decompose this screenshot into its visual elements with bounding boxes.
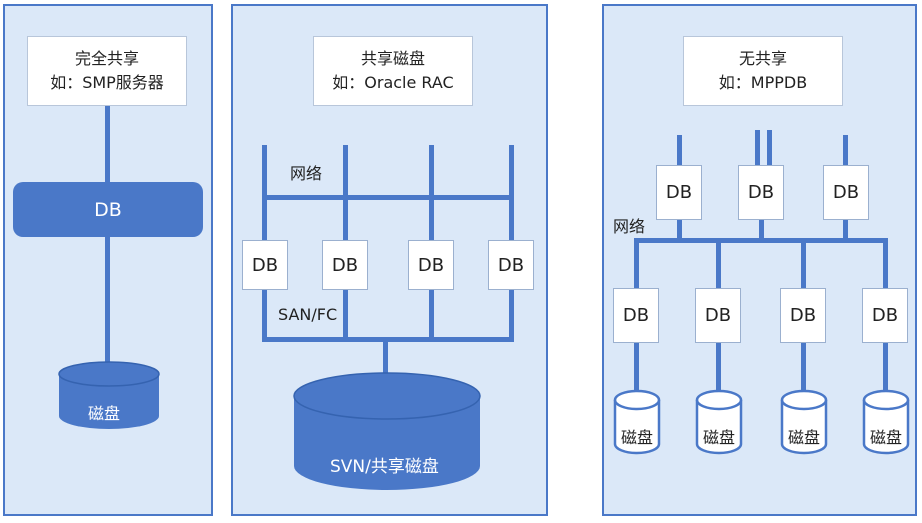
network-drop	[429, 145, 434, 240]
db-label: DB	[665, 182, 693, 203]
network-drop	[677, 220, 682, 240]
network-drop	[843, 220, 848, 240]
disk-icon	[695, 389, 743, 455]
db-label: DB	[832, 182, 860, 203]
architecture-example: 如：SMP服务器	[50, 73, 164, 92]
network-label: 网络	[613, 217, 646, 236]
san-bus	[262, 337, 514, 342]
connector-line	[801, 343, 806, 395]
connector-line	[634, 343, 639, 395]
disk-label: 磁盘	[621, 428, 654, 447]
db-label: DB	[497, 254, 525, 276]
db-node: DB	[488, 240, 534, 290]
disk-label: 磁盘	[703, 428, 736, 447]
san-drop	[262, 290, 267, 342]
db-node: DB	[322, 240, 368, 290]
uplink-line	[677, 135, 682, 165]
san-drop	[343, 290, 348, 342]
db-node: DB	[862, 288, 908, 343]
network-bus	[634, 238, 888, 243]
db-label: DB	[94, 198, 122, 221]
db-label: DB	[871, 305, 899, 326]
db-node: DB	[738, 165, 784, 220]
db-label: DB	[622, 305, 650, 326]
network-drop	[883, 238, 888, 288]
disk-icon	[780, 389, 828, 455]
connector-line	[716, 343, 721, 395]
san-label: SAN/FC	[278, 305, 338, 324]
db-node: DB	[242, 240, 288, 290]
san-drop	[429, 290, 434, 342]
disk-icon	[862, 389, 910, 455]
connector-line	[383, 342, 388, 384]
architecture-title: 共享磁盘	[360, 49, 425, 68]
network-drop	[801, 238, 806, 288]
shared-disk-icon	[293, 372, 481, 490]
network-drop	[343, 145, 348, 240]
uplink-line	[843, 135, 848, 165]
db-label: DB	[747, 182, 775, 203]
network-drop	[634, 238, 639, 288]
disk-label: 磁盘	[870, 428, 903, 447]
panel-header: 共享磁盘 如：Oracle RAC	[313, 36, 473, 106]
db-node: DB	[613, 288, 659, 343]
db-node: DB	[13, 182, 203, 237]
architecture-title: 无共享	[738, 49, 787, 68]
panel-header: 无共享 如：MPPDB	[683, 36, 843, 106]
db-label: DB	[704, 305, 732, 326]
disk-label: 磁盘	[88, 404, 121, 423]
db-label: DB	[331, 254, 359, 276]
db-node: DB	[780, 288, 826, 343]
shared-disk-label: SVN/共享磁盘	[330, 457, 439, 477]
architecture-example: 如：Oracle RAC	[332, 73, 454, 92]
connector-line	[105, 237, 110, 369]
network-drop	[716, 238, 721, 288]
network-drop	[262, 145, 267, 240]
architecture-title: 完全共享	[74, 49, 139, 68]
architecture-example: 如：MPPDB	[718, 73, 808, 92]
db-label: DB	[789, 305, 817, 326]
network-drop	[509, 145, 514, 240]
db-label: DB	[251, 254, 279, 276]
disk-label: 磁盘	[788, 428, 821, 447]
network-drop	[759, 220, 764, 240]
db-node: DB	[823, 165, 869, 220]
connector-line	[105, 106, 110, 182]
db-node: DB	[656, 165, 702, 220]
db-node: DB	[695, 288, 741, 343]
uplink-line	[755, 130, 760, 165]
db-label: DB	[417, 254, 445, 276]
network-bus	[262, 195, 514, 200]
network-label: 网络	[290, 164, 323, 183]
disk-icon	[613, 389, 661, 455]
disk-icon	[58, 361, 160, 429]
uplink-line	[767, 130, 772, 165]
db-node: DB	[408, 240, 454, 290]
panel-header: 完全共享 如：SMP服务器	[27, 36, 187, 106]
connector-line	[883, 343, 888, 395]
san-drop	[509, 290, 514, 342]
